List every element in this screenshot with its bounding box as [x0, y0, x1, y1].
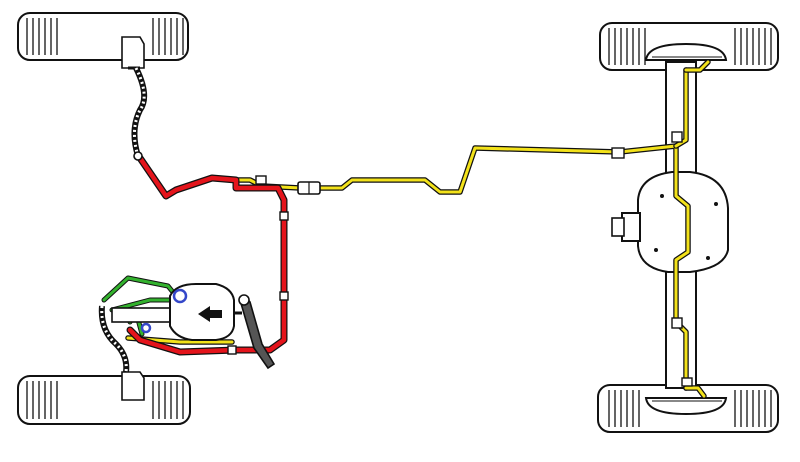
tire-rear-left-icon: [17, 375, 191, 425]
flex-hose-icon: [98, 305, 130, 373]
brake-drum-icon: [121, 371, 145, 401]
line-clip-icon: [227, 131, 693, 387]
brake-drum-icon: [644, 42, 728, 61]
reservoir-feed-line: [101, 275, 179, 337]
master-cylinder-icon: [111, 283, 242, 341]
differential-icon: [611, 171, 729, 273]
direction-arrow-icon: [198, 306, 222, 322]
rear-axle-housing-icon: [665, 61, 697, 389]
brake-drum-icon: [121, 36, 145, 70]
rear-brake-line: [125, 59, 711, 399]
brake-drum-icon: [644, 397, 728, 416]
flex-hose-icon: [131, 66, 148, 161]
union-fitting-icon: [297, 181, 321, 195]
brake-pedal-icon: [238, 294, 276, 370]
front-brake-line: [126, 154, 288, 356]
tire-front-left-icon: [17, 12, 189, 61]
